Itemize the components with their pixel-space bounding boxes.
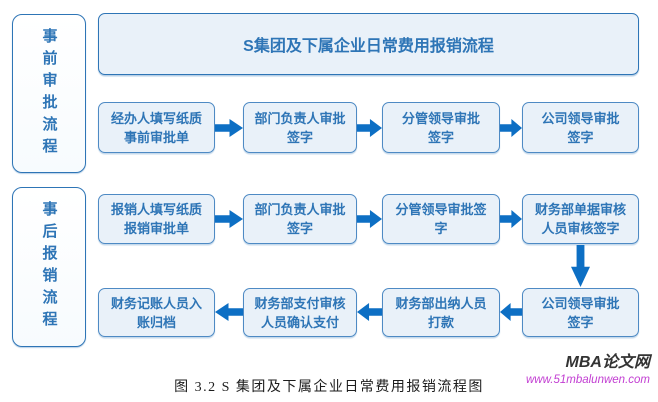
arrow-left-icon <box>500 303 522 321</box>
arrow-right-icon <box>357 210 382 228</box>
step-finance-document-review: 财务部单据审核 人员审核签字 <box>522 194 639 244</box>
step-label: 报销人填写纸质 报销审批单 <box>110 202 202 236</box>
arrow-right-icon <box>357 119 382 137</box>
step-label: 部门负责人审批 签字 <box>254 110 346 145</box>
step-claimant-fill-reimbursement-form: 报销人填写纸质 报销审批单 <box>98 194 215 244</box>
sidebar-post-reimbursement-phase: 事后报销流程 <box>12 187 86 347</box>
step-company-leader-approve-1: 公司领导审批 签字 <box>522 102 639 153</box>
arrow-right-icon <box>215 210 243 228</box>
watermark-brand: MBA论文网 <box>565 354 650 371</box>
step-label: 公司领导审批 签字 <box>541 295 620 330</box>
arrow-right-icon <box>215 119 243 137</box>
arrow-right-icon <box>500 210 522 228</box>
step-dept-head-approve-1: 部门负责人审批 签字 <box>243 102 357 153</box>
arrow-down-icon <box>571 245 590 287</box>
step-dept-head-approve-2: 部门负责人审批 签字 <box>243 194 357 244</box>
step-cashier-payment: 财务部出纳人员 打款 <box>382 288 500 337</box>
step-label: 财务部出纳人员 打款 <box>395 295 487 330</box>
step-label: 部门负责人审批 签字 <box>254 202 346 236</box>
sidebar-pre-approval-label: 事前审批流程 <box>40 27 58 160</box>
step-label: 财务记账人员入 账归档 <box>110 295 202 330</box>
step-accounting-archive: 财务记账人员入 账归档 <box>98 288 215 337</box>
step-line-leader-approve-2: 分管领导审批签 字 <box>382 194 500 244</box>
watermark-url: www.51mbalunwen.com <box>525 374 650 386</box>
step-payment-review-confirm: 财务部支付审核 人员确认支付 <box>243 288 357 337</box>
step-line-leader-approve-1: 分管领导审批 签字 <box>382 102 500 153</box>
arrow-left-icon <box>357 303 382 321</box>
step-label: 分管领导审批签 字 <box>395 202 487 236</box>
flow-title: S集团及下属企业日常费用报销流程 <box>243 38 494 55</box>
arrow-right-icon <box>500 119 522 137</box>
sidebar-post-reimbursement-label: 事后报销流程 <box>40 201 58 333</box>
flow-title-box: S集团及下属企业日常费用报销流程 <box>98 13 639 75</box>
step-company-leader-approve-2: 公司领导审批 签字 <box>522 288 639 337</box>
step-agent-fill-preapproval-form: 经办人填写纸质 事前审批单 <box>98 102 215 153</box>
step-label: 分管领导审批 签字 <box>401 110 480 145</box>
figure-caption: 图 3.2 S 集团及下属企业日常费用报销流程图 <box>174 380 484 395</box>
step-label: 财务部单据审核 人员审核签字 <box>534 202 626 236</box>
step-label: 财务部支付审核 人员确认支付 <box>254 295 346 330</box>
step-label: 经办人填写纸质 事前审批单 <box>110 110 202 145</box>
arrow-left-icon <box>215 303 243 321</box>
watermark: MBA论文网 www.51mbalunwen.com <box>526 353 650 387</box>
step-label: 公司领导审批 签字 <box>541 110 620 145</box>
sidebar-pre-approval-phase: 事前审批流程 <box>12 14 86 173</box>
